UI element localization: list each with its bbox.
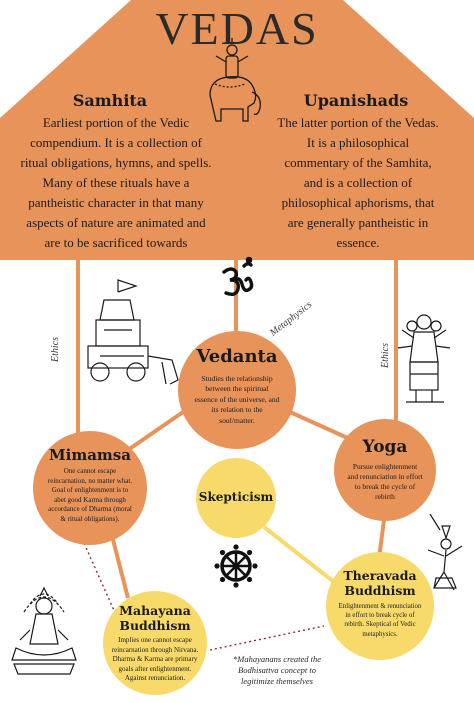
theravada-node [326, 552, 434, 660]
upanishads-line: It is a philosophical [306, 135, 410, 150]
mimamsa-line: Goal of enlightenment is to [51, 486, 129, 495]
edge-label-ethics-right: Ethics [380, 343, 391, 368]
samhita-line: compendium. It is a collection of [30, 135, 202, 150]
mahayana-title-line: Mahayana [119, 603, 191, 618]
edge-vedanta-yoga [289, 410, 353, 442]
vedas-header-panel [0, 0, 474, 260]
bodhisattva-footnote: *Mahayanans created the Bodhisattva conc… [222, 654, 332, 687]
edge-dotted-mimamsa-mahayana [71, 515, 117, 616]
yoga-line: rebirth [375, 492, 395, 501]
vedanta-line: its relation to the [211, 405, 263, 415]
dharma-wheel-icon [214, 544, 258, 588]
footnote-line: Bodhisattva concept to [238, 665, 316, 675]
vedanta-line: between the spiritual [205, 384, 269, 394]
yoga-line: to break the cycle of [354, 482, 416, 491]
vedanta-description: Studies the relationship between the spi… [180, 374, 294, 426]
yoga-description: Pursue enlightenment and renunciation in… [338, 462, 432, 502]
theravada-title: Theravada Buddhism [330, 568, 430, 598]
yoga-line: and renunciation in effort [347, 472, 423, 481]
vedanta-line: Studies the relationship [201, 374, 273, 383]
samhita-title: Samhita [72, 91, 148, 110]
samhita-line: pantheistic character in that many [28, 195, 204, 210]
yoga-title: Yoga [362, 437, 408, 457]
yoga-line: Pursue enlightenment [352, 462, 418, 471]
upanishads-description: The latter portion of the Vedas. It is a… [248, 113, 468, 253]
mimamsa-line: accordance of Dharma (moral [48, 505, 132, 514]
samhita-line: aspects of nature are animated and [26, 215, 206, 230]
deity-on-elephant-icon [209, 38, 261, 122]
edge-label-ethics-left: Ethics [50, 337, 61, 362]
theravada-title-line: Theravada [343, 568, 417, 583]
theravada-line: metaphysics. [362, 630, 398, 638]
samhita-line: Many of these rituals have a [42, 175, 190, 190]
upanishads-line: essence. [336, 235, 380, 250]
mahayana-line: Dharma & Karma are primary [112, 655, 198, 664]
theravada-line: rebirth. Skeptical of Vedic [344, 621, 416, 629]
upanishads-line: philosophical aphorisms, that [281, 195, 435, 210]
mimamsa-description: One cannot escape reincarnation, no matt… [36, 467, 144, 525]
mahayana-line: reincarnation through Nirvana. [111, 645, 199, 654]
theravada-title-line: Buddhism [344, 583, 416, 598]
mahayana-description: Implies one cannot escape reincarnation … [103, 636, 207, 684]
theravada-description: Enlightenment & renunciation in effort t… [330, 602, 430, 639]
dancing-deity-icon [427, 513, 463, 591]
yoga-node [334, 419, 436, 521]
mimamsa-node [33, 431, 147, 545]
mimamsa-line: One cannot escape [63, 467, 117, 475]
footnote-line: legitimize themselves [241, 676, 313, 686]
multi-headed-deity-icon [397, 314, 451, 403]
mahayana-line: Implies one cannot escape [118, 636, 192, 644]
edge-vedanta-mimamsa [126, 408, 188, 452]
mahayana-title-line: Buddhism [119, 618, 191, 633]
mahayana-line: goals after enlightenment. [118, 664, 192, 673]
om-symbol-icon [222, 256, 254, 297]
theravada-line: Enlightenment & renunciation [338, 603, 422, 610]
samhita-description: Earliest portion of the Vedic compendium… [0, 113, 232, 253]
chariot-icon [87, 279, 179, 385]
vedanta-node [178, 331, 296, 449]
upanishads-title: Upanishads [303, 91, 409, 110]
mimamsa-line: & ritual obligations). [60, 514, 120, 523]
samhita-line: ritual obligations, hymns, and spells. [20, 155, 212, 170]
upanishads-line: are generally pantheistic in [287, 215, 429, 230]
seated-buddha-icon [11, 586, 77, 675]
mahayana-title: Mahayana Buddhism [105, 603, 205, 633]
upanishads-line: commentary of the Samhita, [284, 155, 432, 170]
vedanta-title: Vedanta [196, 346, 278, 367]
mahayana-line: Against renunciation. [124, 674, 186, 683]
skepticism-title: Skepticism [198, 490, 274, 504]
edge-skepticism-theravada [262, 525, 336, 584]
vedanta-line: soul/matter. [219, 415, 255, 425]
mimamsa-line: reincarnation, no matter what. [47, 476, 133, 485]
samhita-line: are to be sacrificed towards [44, 235, 188, 250]
footnote-line: *Mahayanans created the [233, 654, 321, 664]
mimamsa-line: abet good Karma through [54, 495, 126, 504]
theravada-line: in effort to break cycle of [345, 612, 415, 620]
edge-dotted-mahayana-theravada [209, 625, 325, 651]
upanishads-line: The latter portion of the Vedas. [277, 115, 439, 130]
mahayana-node [103, 591, 207, 695]
page-title: VEDAS [155, 3, 319, 54]
samhita-line: Earliest portion of the Vedic [42, 115, 190, 130]
skepticism-node [196, 458, 276, 538]
upanishads-line: and is a collection of [303, 175, 413, 190]
vedanta-line: essence of the universe, and [194, 394, 280, 404]
mimamsa-title: Mimamsa [49, 446, 131, 464]
